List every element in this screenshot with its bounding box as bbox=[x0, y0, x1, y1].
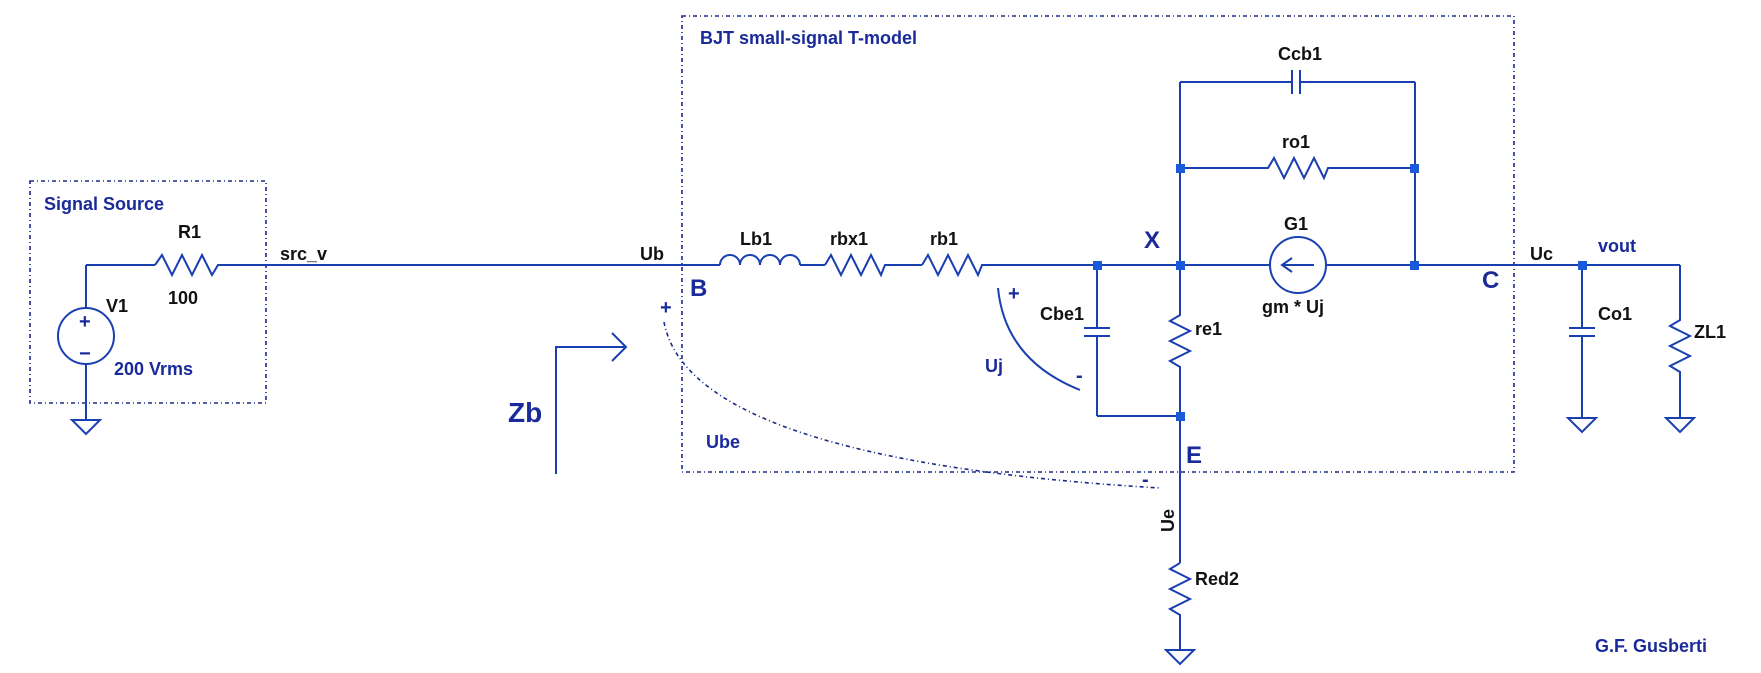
zl1-resistor bbox=[1667, 265, 1693, 418]
ube-plus: + bbox=[660, 297, 672, 319]
zl1-label: ZL1 bbox=[1694, 322, 1726, 342]
signal-source-box bbox=[29, 180, 267, 404]
ube-label: Ube bbox=[706, 432, 740, 452]
ground-zl1-icon bbox=[1663, 417, 1697, 434]
lb1-label: Lb1 bbox=[740, 229, 772, 249]
r1-value: 100 bbox=[168, 288, 198, 308]
uj-minus: - bbox=[1076, 365, 1083, 387]
author-credit: G.F. Gusberti bbox=[1595, 636, 1707, 656]
cbe1-capacitor bbox=[1084, 265, 1180, 417]
uj-plus: + bbox=[1008, 283, 1020, 305]
re1-resistor bbox=[1167, 265, 1193, 470]
ro1-label: ro1 bbox=[1282, 132, 1310, 152]
v1-source: + − bbox=[57, 264, 155, 420]
ube-minus: - bbox=[1142, 469, 1149, 491]
net-vout: vout bbox=[1598, 236, 1636, 256]
net-src-v: src_v bbox=[280, 244, 327, 264]
svg-text:−: − bbox=[79, 343, 91, 365]
ro1-resistor bbox=[1180, 155, 1415, 181]
ube-arc bbox=[663, 321, 1161, 489]
r1-resistor bbox=[154, 252, 245, 278]
zb-arrow-icon bbox=[555, 332, 628, 474]
rbx1-resistor bbox=[824, 252, 922, 278]
signal-source-title: Signal Source bbox=[44, 194, 164, 214]
red2-resistor bbox=[1167, 562, 1193, 650]
rb1-label: rb1 bbox=[930, 229, 958, 249]
net-ue: Ue bbox=[1158, 509, 1178, 532]
g1-arrow-icon bbox=[1280, 257, 1314, 273]
net-ub: Ub bbox=[640, 244, 664, 264]
rb1-resistor bbox=[921, 252, 1180, 278]
node-e: E bbox=[1186, 442, 1202, 469]
node-c: C bbox=[1482, 267, 1499, 294]
ccb1-capacitor bbox=[1291, 70, 1301, 94]
re1-label: re1 bbox=[1195, 319, 1222, 339]
junction-dots bbox=[1093, 164, 1587, 421]
node-b: B bbox=[690, 275, 707, 302]
rbx1-label: rbx1 bbox=[830, 229, 868, 249]
co1-capacitor bbox=[1569, 265, 1595, 418]
ground-red2-icon bbox=[1163, 649, 1197, 666]
ground-co1-icon bbox=[1565, 417, 1599, 434]
g1-value: gm * Uj bbox=[1262, 297, 1324, 317]
zb-label: Zb bbox=[508, 397, 542, 428]
v1-value: 200 Vrms bbox=[114, 359, 193, 379]
uj-arc bbox=[997, 287, 1081, 391]
co1-label: Co1 bbox=[1598, 304, 1632, 324]
ccb1-label: Ccb1 bbox=[1278, 44, 1322, 64]
cbe1-label: Cbe1 bbox=[1040, 304, 1084, 324]
red2-label: Red2 bbox=[1195, 569, 1239, 589]
v1-label: V1 bbox=[106, 296, 128, 316]
bjt-model-title: BJT small-signal T-model bbox=[700, 28, 917, 48]
lb1-inductor bbox=[719, 254, 801, 266]
r1-label: R1 bbox=[178, 222, 201, 242]
node-x: X bbox=[1144, 227, 1160, 254]
uj-label: Uj bbox=[985, 356, 1003, 376]
net-uc: Uc bbox=[1530, 244, 1553, 264]
bjt-model-box bbox=[681, 15, 1515, 473]
svg-text:+: + bbox=[79, 311, 91, 333]
g1-label: G1 bbox=[1284, 214, 1308, 234]
ground-v1-icon bbox=[69, 419, 103, 436]
